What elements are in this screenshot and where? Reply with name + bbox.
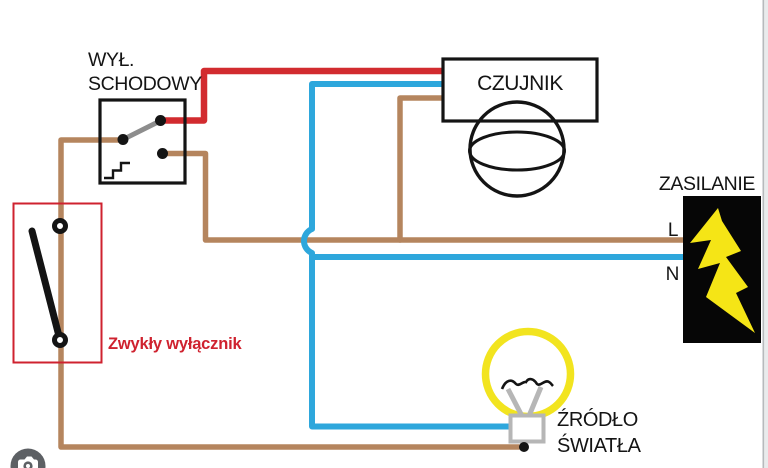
light-source-label-line2: ŚWIATŁA	[557, 433, 642, 457]
sensor-lens-icon	[468, 130, 566, 172]
bulb-stem-left	[505, 387, 525, 418]
neutral-label: N	[666, 264, 679, 285]
camera-hump	[24, 456, 34, 460]
terminal-donut	[52, 332, 68, 348]
power-label: ZASILANIE	[659, 173, 755, 195]
staircase-switch-lever	[120, 118, 163, 142]
ordinary-switch: Zwykły wyłącznik	[12, 202, 243, 364]
light-bulb-icon	[481, 327, 575, 421]
brown-wire-switch-to-live	[159, 150, 687, 243]
staircase-switch: WYŁ. SCHODOWY	[88, 49, 203, 185]
light-source-label-line1: ŹRÓDŁO	[557, 408, 638, 431]
terminal-dot	[157, 148, 168, 159]
ordinary-switch-box	[12, 202, 103, 364]
camera-lens-icon[interactable]	[10, 448, 46, 468]
scrollbar-edge	[762, 0, 765, 468]
lightning-bolt-icon	[690, 208, 755, 333]
stairs-icon	[104, 161, 130, 180]
terminal-dot	[117, 134, 129, 145]
bulb-terminal-dot	[519, 442, 529, 452]
blue-wire-sensor-to-bulb	[301, 81, 515, 430]
bulb-filament	[500, 377, 554, 390]
staircase-switch-label-line1: WYŁ.	[88, 49, 134, 71]
light-source: ŹRÓDŁO ŚWIATŁA	[481, 327, 642, 457]
staircase-switch-label-line2: SCHODOWY	[88, 73, 202, 95]
red-wire-switch-to-sensor	[157, 67, 449, 124]
live-label: L	[668, 220, 678, 241]
camera-lens-highlight	[26, 464, 30, 468]
power-supply: ZASILANIE L N	[659, 173, 761, 343]
brown-wire-switch-to-bulb	[58, 137, 522, 450]
brown-wire-sensor-drop	[397, 95, 448, 243]
sensor: CZUJNIK	[441, 57, 599, 198]
terminal-donut	[52, 218, 68, 234]
sensor-label: CZUJNIK	[477, 72, 563, 95]
scrollbar-track[interactable]	[763, 0, 768, 468]
bulb-stem-right	[526, 386, 544, 417]
bulb-socket	[508, 413, 546, 444]
ordinary-switch-lever	[28, 227, 64, 344]
ordinary-switch-label: Zwykły wyłącznik	[108, 335, 242, 353]
scrollbar[interactable]	[762, 0, 768, 468]
sensor-box	[441, 57, 599, 123]
staircase-switch-box	[98, 98, 187, 185]
terminal-dot	[155, 115, 166, 126]
